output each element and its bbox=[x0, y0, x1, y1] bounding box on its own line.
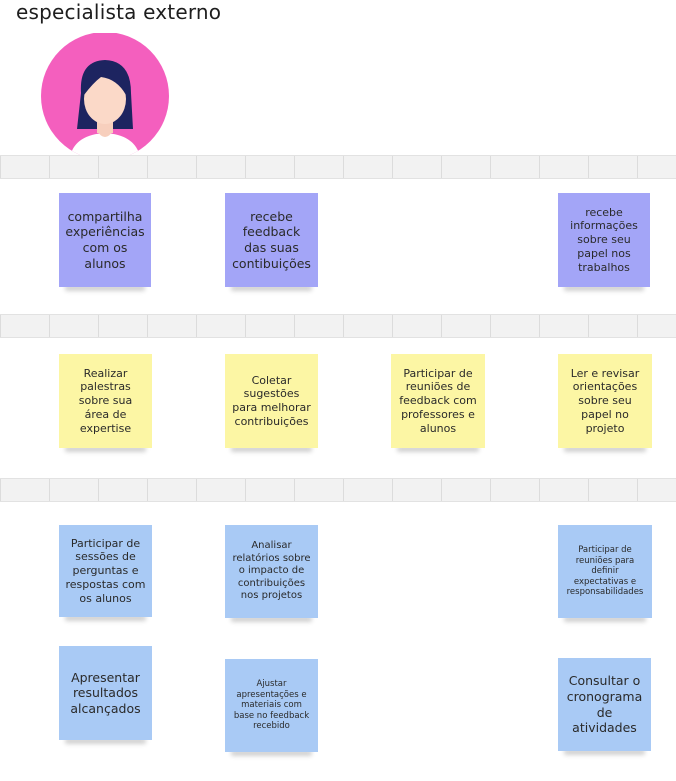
sticky-note[interactable]: recebe informações sobre seu papel nos t… bbox=[558, 193, 650, 287]
lane-divider bbox=[0, 155, 676, 179]
sticky-note[interactable]: Participar de sessões de perguntas e res… bbox=[59, 525, 152, 617]
sticky-note[interactable]: Participar de reuniões de feedback com p… bbox=[391, 354, 485, 448]
sticky-note[interactable]: Analisar relatórios sobre o impacto de c… bbox=[225, 525, 318, 618]
lane-divider bbox=[0, 314, 676, 338]
person-avatar-icon bbox=[41, 33, 169, 155]
sticky-note[interactable]: Apresentar resultados alcançados bbox=[59, 646, 152, 740]
sticky-note[interactable]: Consultar o cronograma de atividades bbox=[558, 658, 651, 751]
sticky-note[interactable]: Coletar sugestões para melhorar contribu… bbox=[225, 354, 318, 448]
sticky-note[interactable]: Ler e revisar orientações sobre seu pape… bbox=[558, 354, 652, 448]
sticky-note[interactable]: compartilha experiências com os alunos bbox=[59, 193, 151, 287]
sticky-note[interactable]: Participar de reuniões para definir expe… bbox=[558, 525, 652, 618]
page-title: especialista externo bbox=[16, 0, 222, 24]
sticky-note[interactable]: Realizar palestras sobre sua área de exp… bbox=[59, 354, 152, 448]
sticky-note[interactable]: recebe feedback das suas contibuições bbox=[225, 193, 318, 287]
lane-divider bbox=[0, 478, 676, 502]
sticky-note[interactable]: Ajustar apresentações e materiais com ba… bbox=[225, 659, 318, 752]
